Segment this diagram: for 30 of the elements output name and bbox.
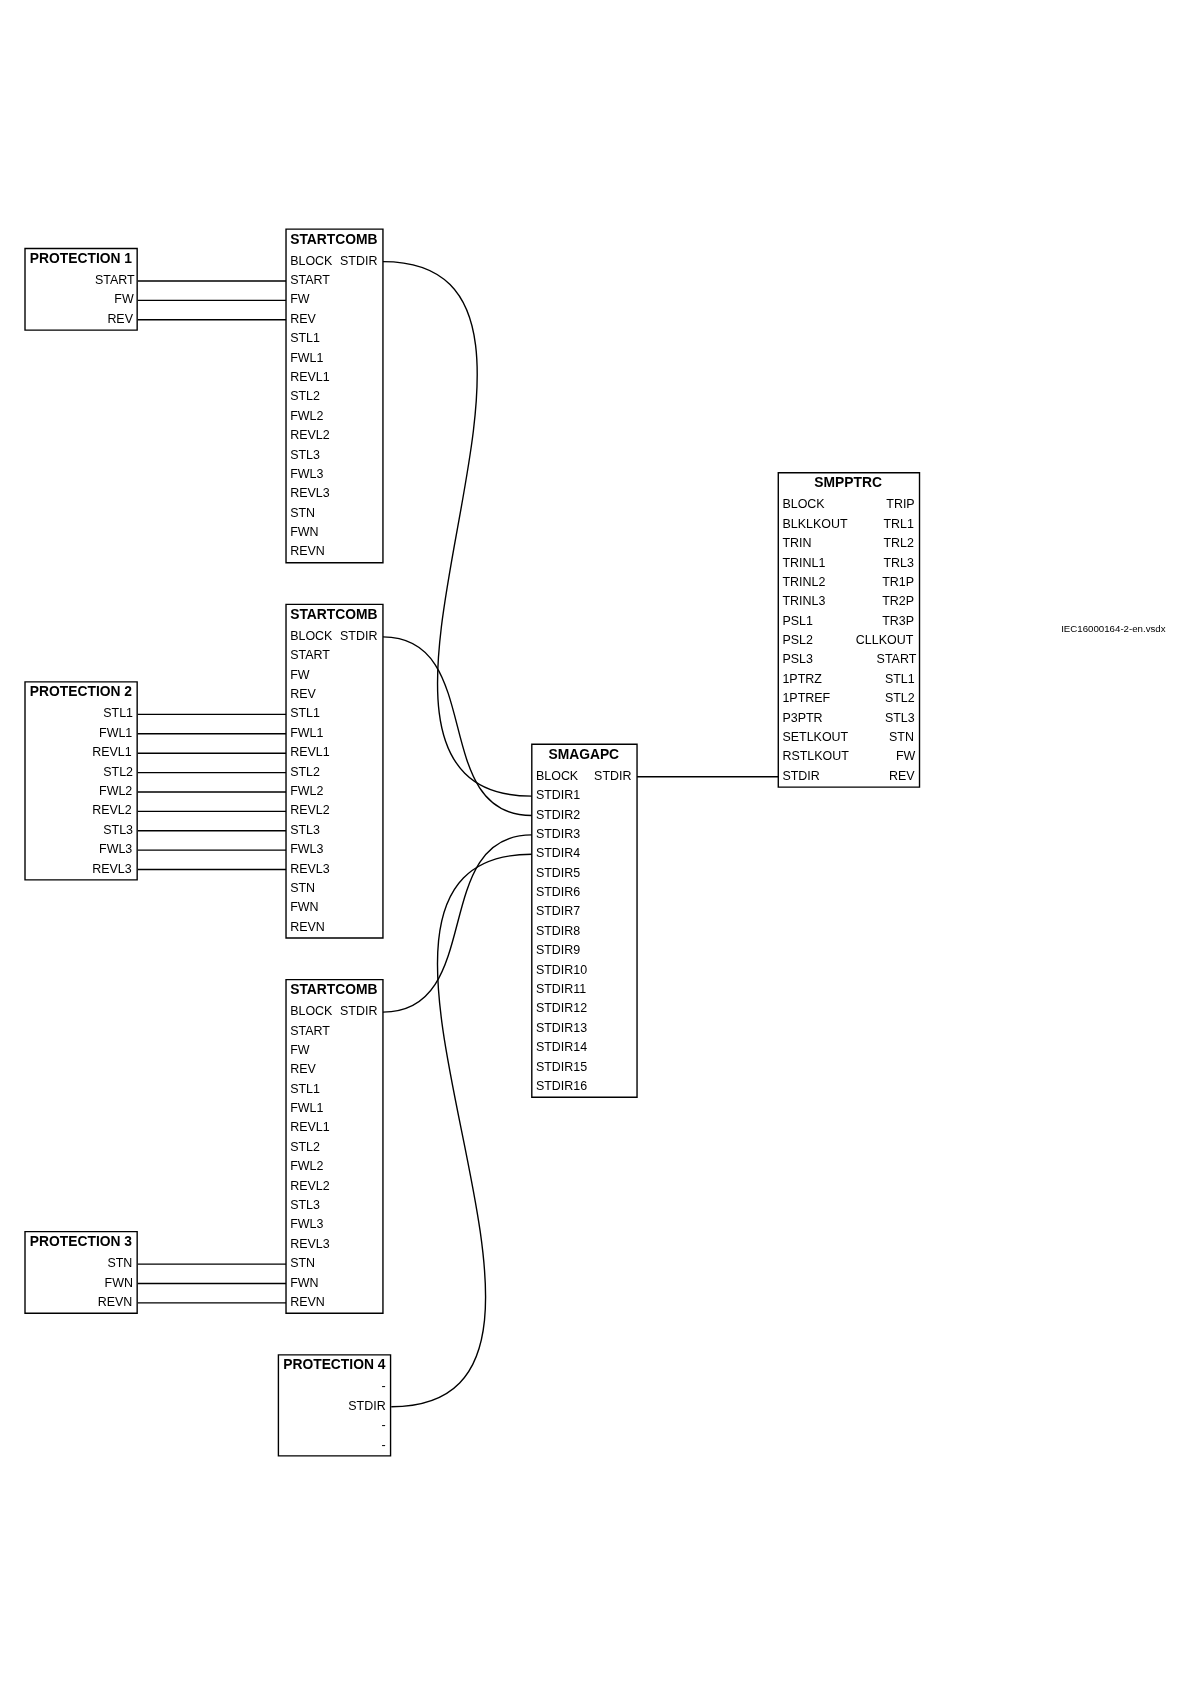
node-box: PROTECTION 4 - STDIR - - [277, 1353, 392, 1457]
connector [137, 810, 287, 812]
connector [137, 771, 287, 773]
node-box: PROTECTION 3 STN FWN REVN [24, 1230, 138, 1314]
node-box: SMAGAPC BLOCK STDIR STDIR1 STDIR2 STDIR3 STDIR4 STDIR5 STDIR6 STDIR7 STDIR8 STDIR9 STDIR10 STDIR11 STDIR12 STDIR13 STDIR14 STDIR15 STDIR16 [531, 743, 638, 1098]
node-box: STARTCOMB BLOCK STDIR START FW REV STL1 FWL1 REVL1 STL2 FWL2 REVL2 STL3 FWL3 REVL3 STN FWN REVN [285, 603, 384, 939]
connector [137, 279, 287, 282]
connector [137, 1301, 287, 1304]
connector [137, 732, 287, 734]
connector [137, 1282, 287, 1284]
connector [137, 299, 287, 301]
connector [137, 790, 287, 793]
connector [137, 1262, 287, 1265]
connector [382, 635, 533, 816]
connector [137, 829, 287, 831]
node-box: STARTCOMB BLOCK STDIR START FW REV STL1 FWL1 REVL1 STL2 FWL2 REVL2 STL3 FWL3 REVL3 STN FWN REVN [285, 227, 384, 563]
connector [382, 833, 533, 1013]
connector [137, 868, 287, 870]
connector [137, 713, 287, 715]
connector [382, 260, 533, 797]
connector [137, 752, 287, 754]
connector [390, 853, 533, 1407]
node-box: PROTECTION 1 START FW REV [24, 247, 138, 331]
node-box: PROTECTION 2 STL1 FWL1 REVL1 STL2 FWL2 REVL2 STL3 FWL3 REVL3 [24, 680, 138, 881]
node-box: STARTCOMB BLOCK STDIR START FW REV STL1 FWL1 REVL1 STL2 FWL2 REVL2 STL3 FWL3 REVL3 STN FWN REVN [285, 978, 384, 1314]
connector [137, 848, 287, 851]
connector [636, 775, 779, 777]
node-box: SMPPTRC BLOCK TRIP BLKLKOUT TRL1 TRIN TRL2 TRINL1 TRL3 TRINL2 TR1P TRINL3 TR2P PSL1 TR3P PSL2 CLLKOUT PSL3 START 1PTRZ STL1 1PTREF STL2 P3PTR STL3 SETLKOUT STN RSTLKOUT FW STDIR REV [777, 471, 921, 788]
label: IEC16000164-2-en.vsdx [1061, 622, 1166, 634]
connector [137, 318, 287, 320]
